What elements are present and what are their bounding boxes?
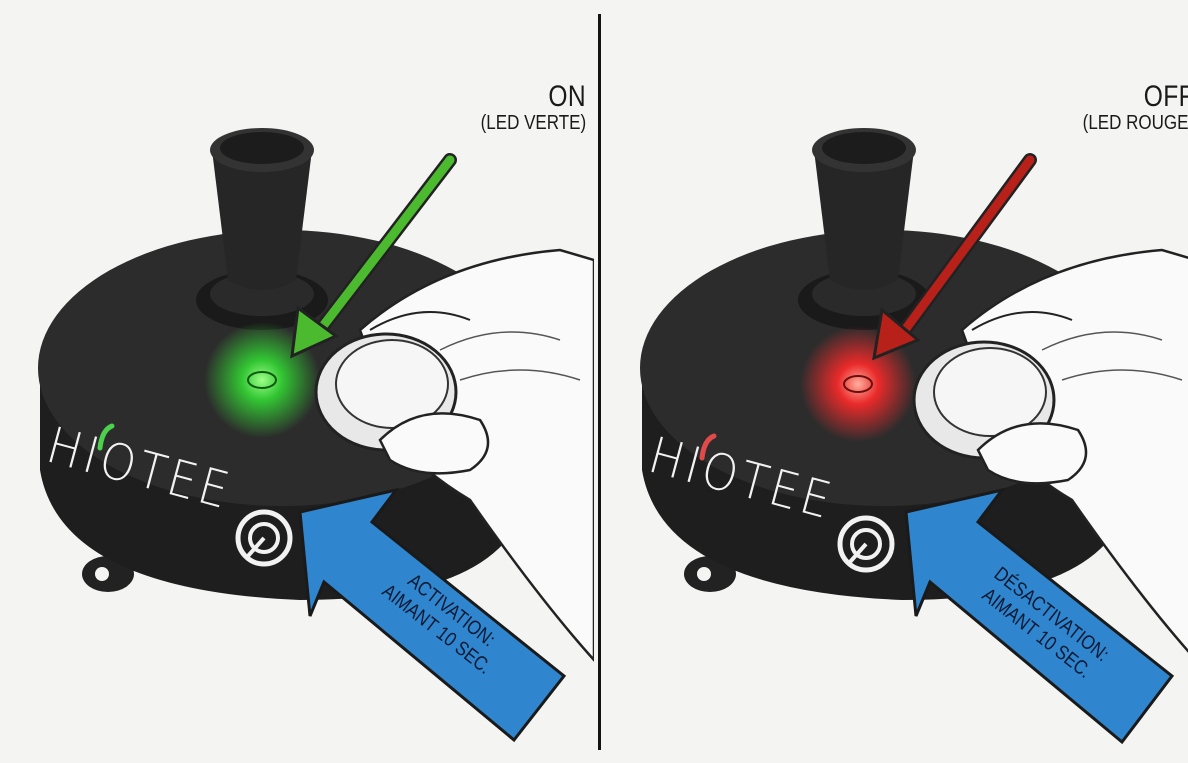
led-status-label-on: ON (LED VERTE)	[462, 82, 586, 134]
panel-off: HIOTEE OFF (LED ROUGE) DÉSACTIVATION: AI…	[602, 0, 1188, 763]
state-off-text: OFF	[1086, 82, 1188, 112]
led-color-text: (LED ROUGE)	[1083, 112, 1188, 134]
led-status-label-off: OFF (LED ROUGE)	[1063, 82, 1188, 134]
panel-on: HIOTEE ON (LED VERTE) ACTIVATION: AIMANT…	[0, 0, 594, 763]
led-color-text: (LED VERTE)	[481, 112, 586, 134]
state-on-text: ON	[484, 82, 586, 112]
panel-divider	[598, 14, 601, 750]
